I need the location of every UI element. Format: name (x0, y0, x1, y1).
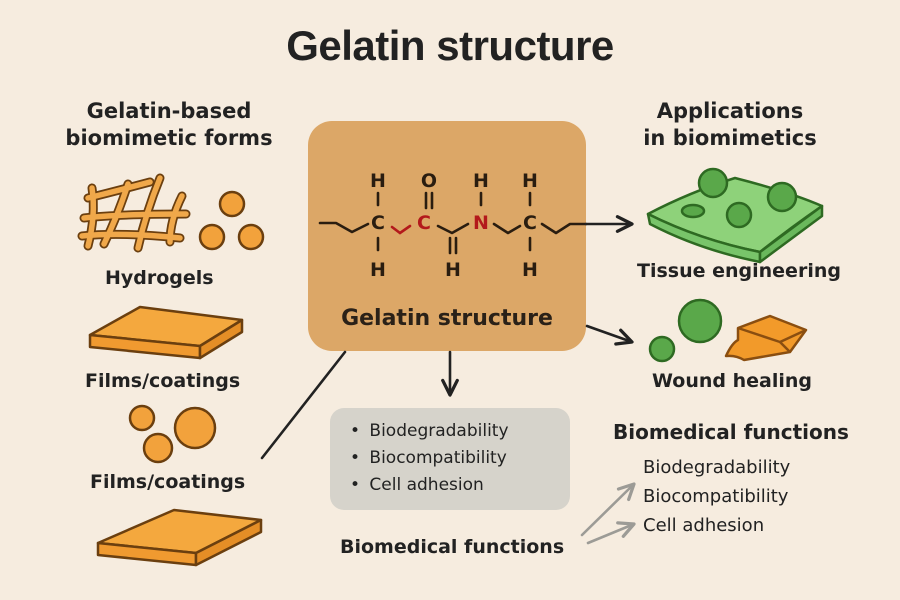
property-biocompatibility: Biocompatibility (369, 448, 507, 468)
atom-h: H (445, 259, 461, 281)
grey-arrow-to-biodegradability (580, 482, 636, 537)
right-functions-list: Biodegradability Biocompatibility Cell a… (643, 453, 790, 540)
left-header-line1: Gelatin-based (86, 99, 252, 123)
atom-h: H (522, 259, 538, 281)
atom-o: O (421, 170, 437, 192)
bond-n-c (492, 222, 522, 235)
chain-bond-right (540, 222, 588, 235)
label-films-coatings: Films/coatings (85, 370, 241, 392)
list-item: • Biodegradability (346, 418, 509, 445)
property-cell-adhesion: Cell adhesion (369, 475, 484, 495)
bullet: • (349, 475, 361, 495)
tissue-scaffold-icon (646, 167, 824, 264)
list-item: Biocompatibility (643, 486, 789, 507)
bond-c-n (436, 222, 470, 235)
atom-c-carbonyl: C (417, 212, 431, 234)
bead (218, 190, 246, 218)
bead (198, 223, 226, 251)
film-slab-icon (88, 305, 244, 360)
right-column-header: Applications in biomimetics (620, 98, 840, 152)
gelatin-structure-box (308, 121, 586, 351)
properties-list: • Biodegradability • Biocompatibility • … (346, 418, 509, 499)
gelatin-molecule: H O H H C C N C H H H (318, 170, 588, 281)
page-title: Gelatin structure (286, 22, 614, 69)
atom-n: N (473, 212, 489, 234)
right-header-line2: in biomimetics (643, 126, 817, 150)
atom-h: H (370, 170, 386, 192)
microsphere-cluster-icon (128, 404, 217, 464)
list-item: Cell adhesion (643, 515, 765, 536)
center-box-title: Gelatin structure (341, 306, 553, 331)
atom-h: H (370, 259, 386, 281)
list-item: • Biocompatibility (346, 445, 509, 472)
right-functions-title: Biomedical functions (613, 420, 849, 444)
hydrogel-mesh-icon (77, 173, 191, 253)
label-hydrogels: Hydrogels (105, 267, 214, 289)
list-item: • Cell adhesion (346, 472, 509, 499)
hydrogel-beads-icon (198, 190, 265, 251)
property-biodegradability: Biodegradability (369, 421, 509, 441)
label-wound-healing: Wound healing (652, 370, 812, 392)
label-films-coatings-2: Films/coatings (90, 471, 246, 493)
film-slab-icon-2 (96, 508, 263, 567)
microsphere (142, 432, 174, 464)
atom-h: H (473, 170, 489, 192)
atom-h: H (522, 170, 538, 192)
microsphere (128, 404, 156, 432)
bead (237, 223, 265, 251)
atom-c: C (523, 212, 537, 234)
label-tissue-engineering: Tissue engineering (637, 260, 841, 282)
chain-bond-left (318, 221, 370, 234)
list-item: Biodegradability (643, 457, 791, 478)
left-header-line2: biomimetic forms (65, 126, 273, 150)
biomedical-functions-caption: Biomedical functions (340, 536, 565, 558)
bullet: • (349, 448, 361, 468)
right-header-line1: Applications (656, 99, 804, 123)
properties-box (330, 408, 570, 510)
atom-c: C (371, 212, 385, 234)
left-column-header: Gelatin-based biomimetic forms (50, 98, 288, 152)
connector-line-to-forms (260, 350, 347, 460)
bond-c-c-highlight (390, 224, 412, 235)
bullet: • (349, 421, 361, 441)
grey-arrow-to-cell-adhesion (586, 521, 636, 545)
wound-dressing-icon (648, 298, 808, 363)
arrow-to-wound-healing (585, 324, 634, 346)
microsphere (173, 406, 217, 450)
